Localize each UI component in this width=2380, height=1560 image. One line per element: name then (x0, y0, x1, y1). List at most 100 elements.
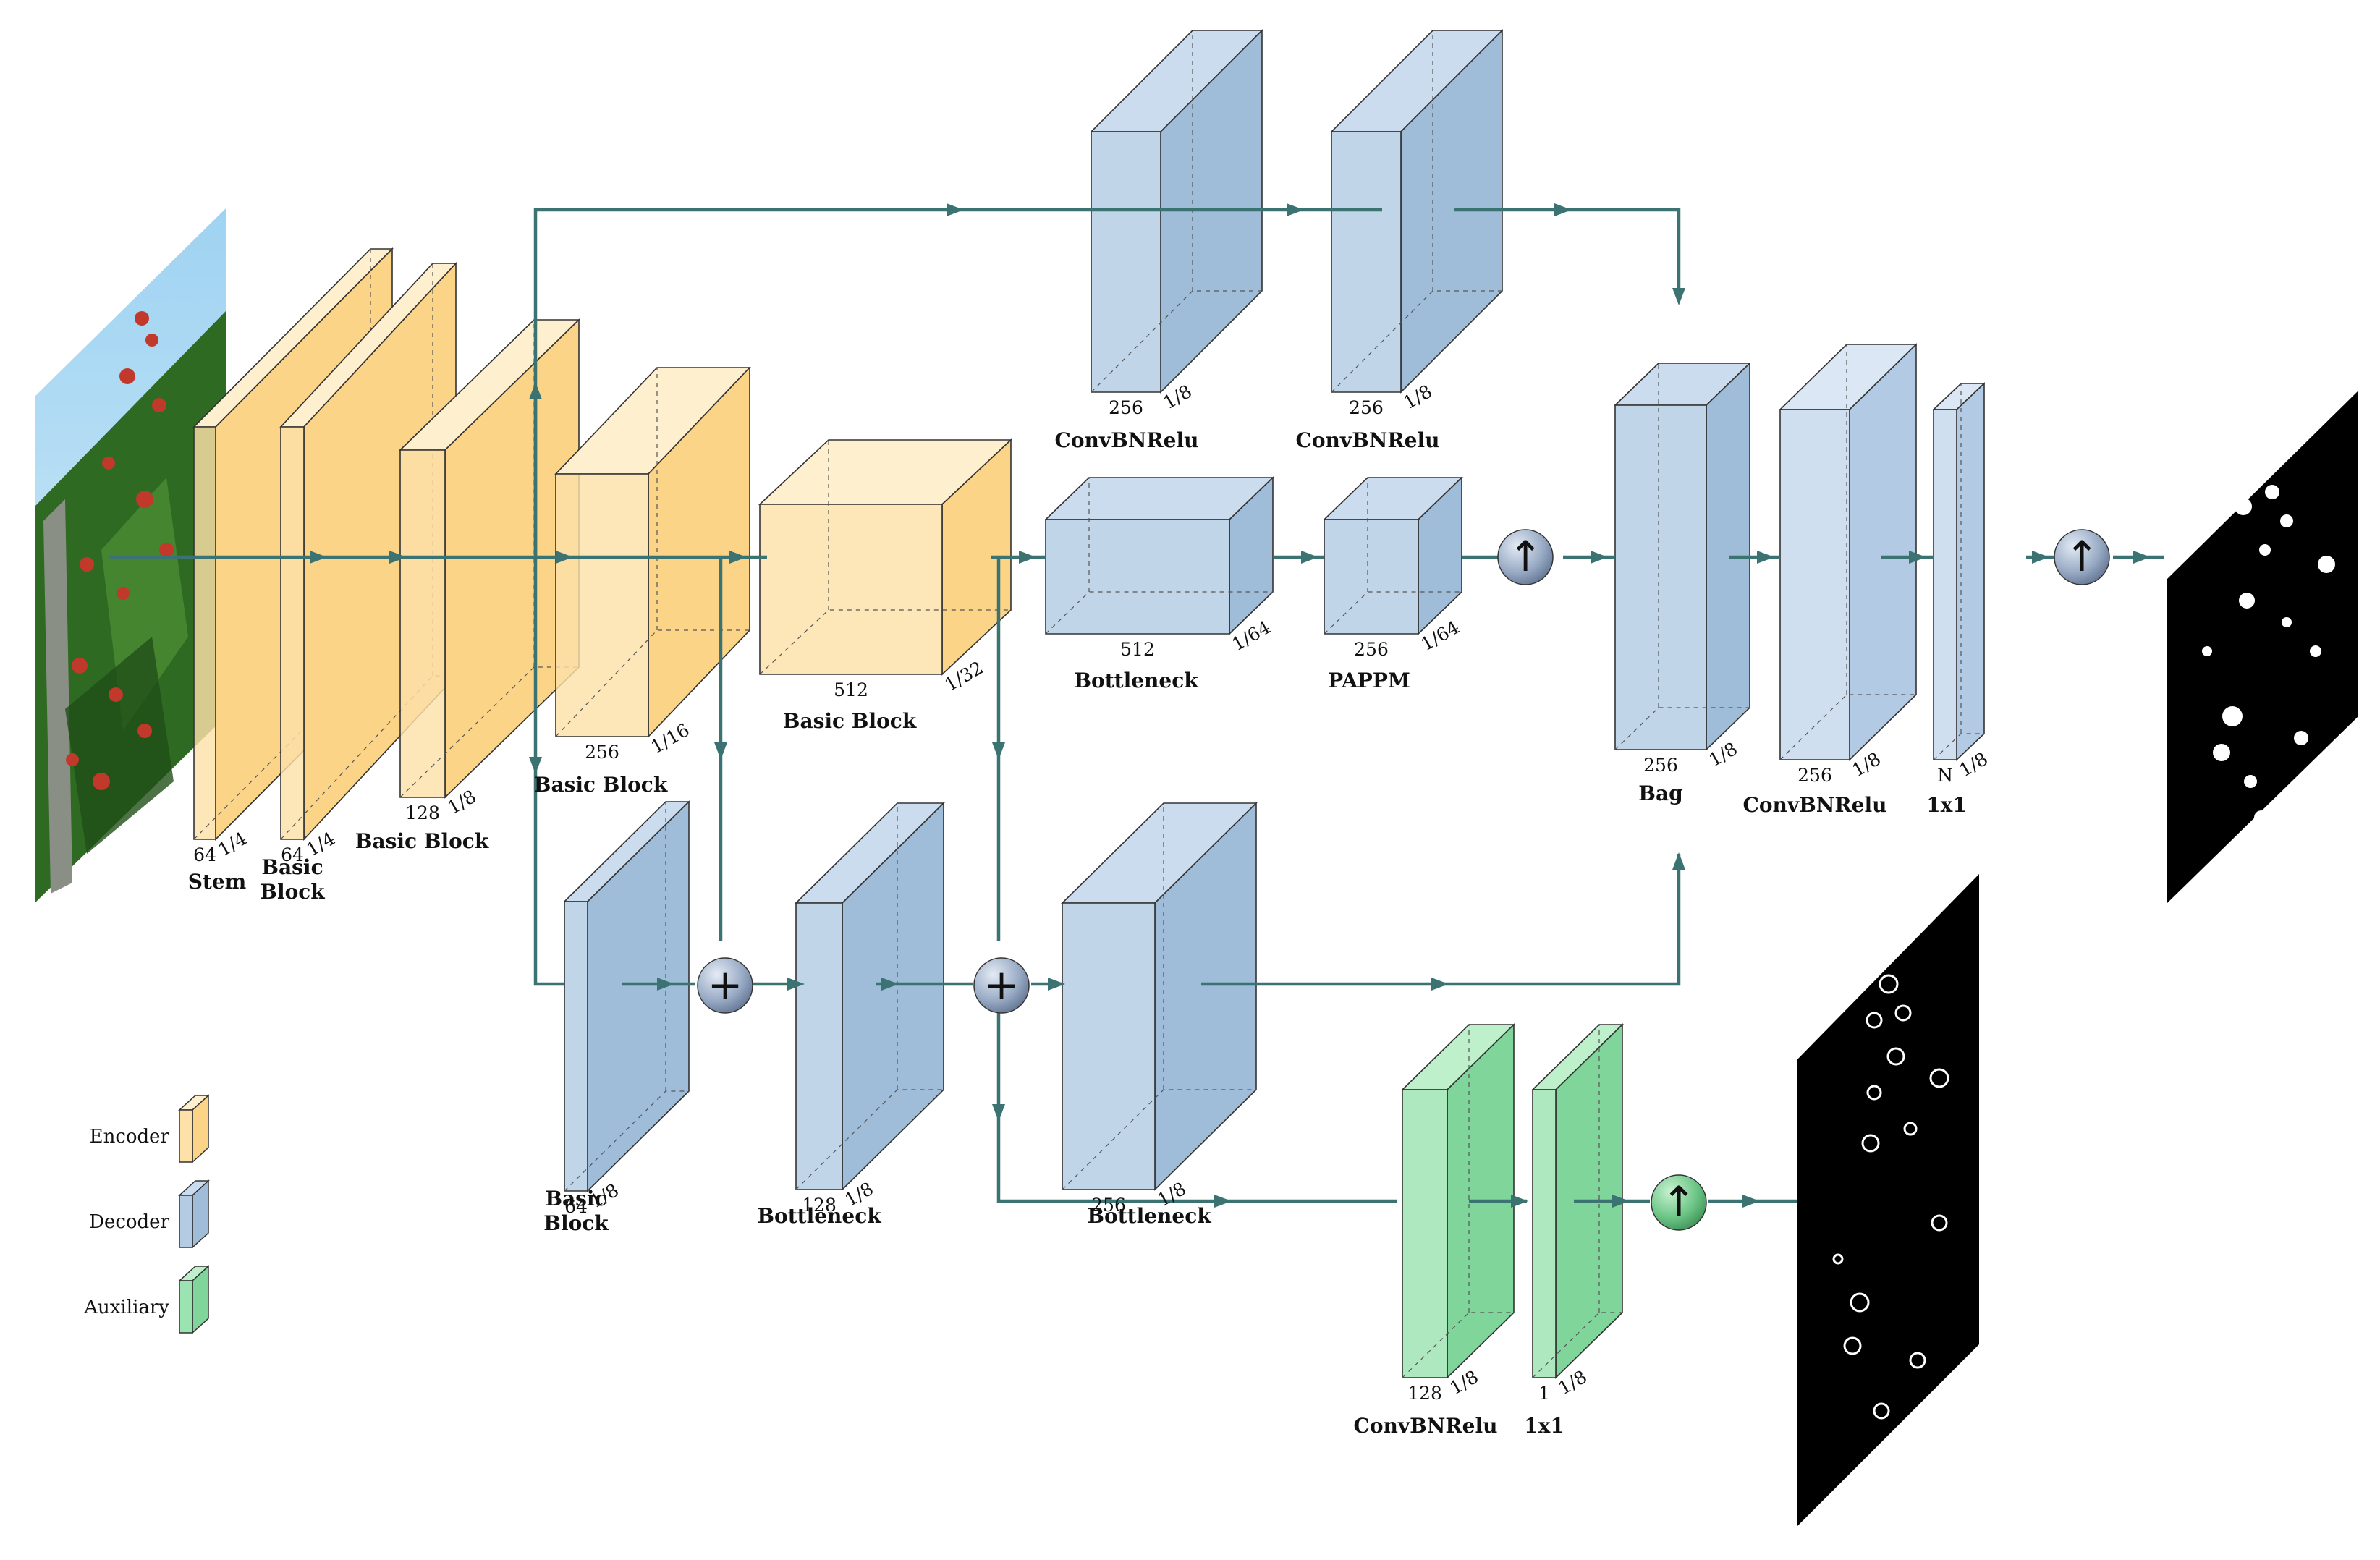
arrowhead (947, 203, 964, 216)
block-label: 1x1 (1926, 793, 1967, 817)
block-channels: 64 (564, 1196, 588, 1217)
legend-label: Decoder (89, 1211, 169, 1233)
arrowhead (714, 742, 727, 760)
block-label: Basic Block (534, 773, 668, 797)
block-front-face (1402, 1089, 1448, 1378)
block-front-face (1779, 409, 1850, 760)
operator-circle (973, 957, 1030, 1014)
block-label: Bag (1638, 781, 1682, 805)
block-channels: 256 (1349, 397, 1384, 418)
block-label: Basic (545, 1187, 606, 1211)
arrowhead (1048, 978, 1065, 991)
block-label: Basic Block (783, 709, 917, 733)
block-label: Bottleneck (1074, 669, 1198, 692)
block-channels: 1 (1538, 1383, 1550, 1404)
block-channels: 512 (834, 679, 868, 700)
operator-circle (697, 957, 753, 1014)
connection-arrow (533, 208, 1382, 883)
arrowhead (556, 551, 573, 564)
block-front-face (1324, 519, 1419, 635)
connection-layer (109, 203, 2164, 1208)
block-label: Block (260, 880, 325, 904)
block-channels: 256 (585, 742, 619, 763)
arrowhead (1431, 978, 1449, 991)
upsample-icon: ↑ (1661, 1177, 1697, 1226)
legend-swatch-front (179, 1195, 193, 1248)
arrowhead (1672, 852, 1685, 870)
connection-arrow (1454, 208, 1681, 300)
block-channels: 128 (405, 802, 440, 823)
upsample-icon: ↑ (1508, 532, 1543, 581)
arrowhead (529, 757, 542, 774)
arrowhead (881, 978, 899, 991)
legend-item-auxiliary: Auxiliary (83, 1265, 210, 1334)
arrowhead (657, 978, 674, 991)
arrowhead (310, 551, 327, 564)
block-enc-basic-3 (554, 366, 751, 738)
block-channels: N (1937, 765, 1953, 786)
block-channels: 256 (1091, 1195, 1126, 1216)
arrowhead (1214, 1195, 1232, 1208)
arrowhead (389, 551, 407, 564)
block-front-face (399, 449, 446, 798)
legend-item-decoder: Decoder (89, 1179, 210, 1249)
block-front-face (555, 473, 649, 737)
arrowhead (992, 742, 1005, 760)
block-front-face (1091, 131, 1161, 393)
block-channels: 512 (1120, 639, 1155, 660)
block-head-convbnrelu (1779, 343, 1918, 761)
block-front-face (1062, 902, 1156, 1190)
block-head-1x1 (1931, 382, 1986, 761)
block-front-face (795, 902, 843, 1190)
operator-add-1: + (697, 957, 753, 1014)
block-label: Bottleneck (757, 1204, 881, 1228)
arrowhead (1612, 1195, 1630, 1208)
block-label: ConvBNRelu (1296, 428, 1440, 452)
block-enc-basic-1 (279, 261, 457, 842)
auxiliary-boundary-output (1797, 874, 1979, 1527)
add-icon: + (984, 960, 1020, 1009)
block-label: Stem (188, 870, 247, 894)
operator-upsample-output: ↑ (2054, 529, 2110, 585)
block-side-face (587, 800, 690, 1192)
block-channels: 64 (193, 844, 216, 865)
block-layer (192, 29, 1986, 1379)
arrowhead (2032, 551, 2049, 564)
arrowhead (1511, 1195, 1528, 1208)
block-side-face (1849, 343, 1917, 761)
block-channels: 256 (1643, 755, 1678, 776)
block-front-face (564, 901, 588, 1192)
legend-item-encoder: Encoder (90, 1094, 210, 1163)
operator-add-2: + (973, 957, 1030, 1014)
connection-arrow (533, 883, 564, 986)
arrowhead (529, 382, 542, 399)
arrowhead (729, 551, 747, 564)
arrowhead (1742, 1195, 1760, 1208)
block-channels: 64 (281, 844, 304, 865)
arrowhead (2133, 551, 2151, 564)
block-hidden-edge (399, 666, 579, 798)
connection-arrow (996, 984, 1397, 1203)
block-dec-basic (563, 800, 690, 1192)
block-hidden-edge (555, 629, 750, 737)
block-hidden-edge (1779, 694, 1916, 760)
arrowhead (1554, 203, 1572, 216)
connection-arrow (1201, 854, 1681, 986)
block-label: Block (543, 1211, 609, 1235)
block-label: Basic (261, 855, 323, 879)
arrowhead (1757, 551, 1774, 564)
block-hidden-edge (1402, 1312, 1514, 1378)
arrowhead (1287, 203, 1304, 216)
operator-circle (1497, 529, 1554, 585)
arrowhead (992, 1104, 1005, 1122)
arrowhead (787, 978, 805, 991)
block-dec-bottleneck-2 (1061, 802, 1258, 1191)
block-front-face (193, 426, 216, 840)
block-hidden-edge (1614, 707, 1750, 750)
block-channels: 256 (1797, 765, 1832, 786)
arrowhead (1301, 551, 1318, 564)
block-bottleneck-deep (1044, 476, 1274, 635)
block-channels: 128 (1407, 1383, 1442, 1404)
